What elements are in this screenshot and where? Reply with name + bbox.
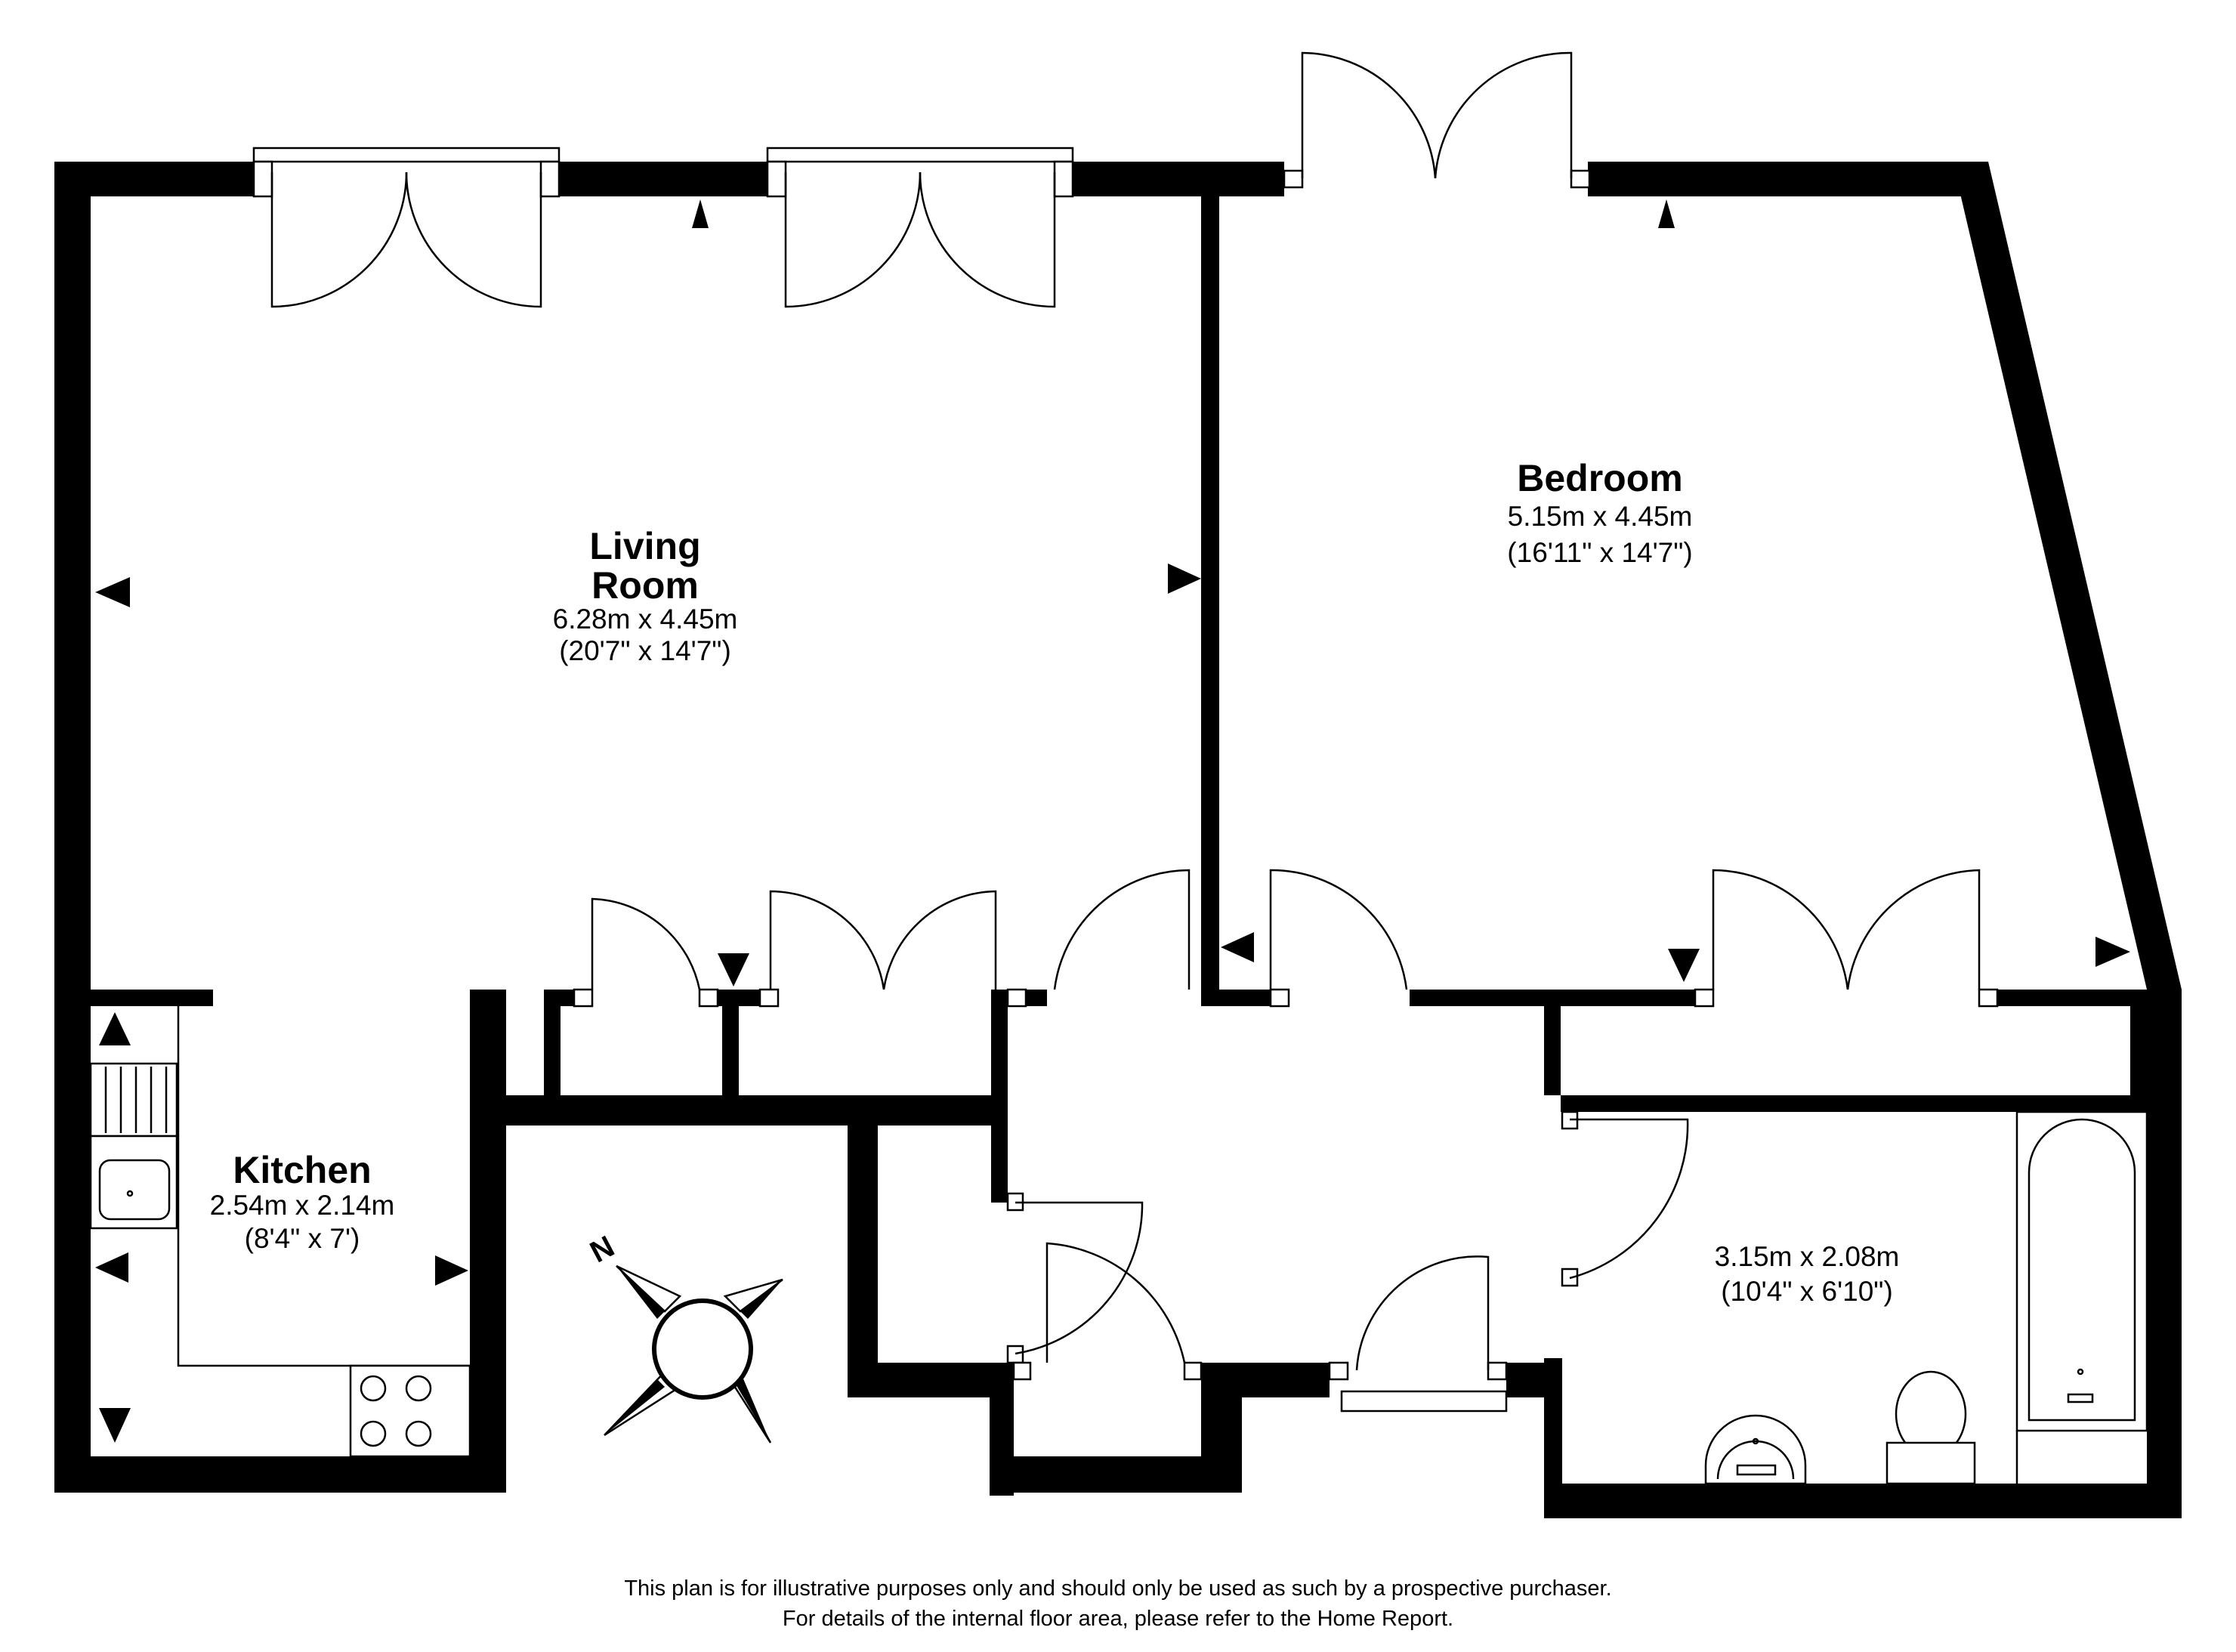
bedroom-name: Bedroom — [1517, 457, 1682, 499]
kitchen-metric: 2.54m x 2.14m — [210, 1190, 395, 1221]
compass-icon: N — [585, 1230, 783, 1444]
disclaimer-line1: This plan is for illustrative purposes o… — [624, 1576, 1611, 1601]
fixtures — [89, 1006, 2148, 1485]
living-room-name-line2: Room — [591, 564, 699, 607]
kitchen-name: Kitchen — [233, 1149, 371, 1191]
kitchen-imperial: (8'4" x 7') — [245, 1223, 360, 1254]
living-room-metric: 6.28m x 4.45m — [553, 604, 738, 635]
room-labels: Living Room 6.28m x 4.45m (20'7" x 14'7"… — [210, 457, 1900, 1307]
disclaimer-line2: For details of the internal floor area, … — [783, 1607, 1453, 1631]
bathroom-metric: 3.15m x 2.08m — [1715, 1241, 1900, 1272]
bathroom-imperial: (10'4" x 6'10") — [1721, 1276, 1893, 1307]
walls — [54, 162, 2182, 1518]
disclaimer: This plan is for illustrative purposes o… — [624, 1576, 1611, 1631]
doors-windows — [252, 51, 1999, 1413]
compass-north-label: N — [585, 1230, 619, 1269]
bedroom-imperial: (16'11" x 14'7") — [1507, 537, 1692, 568]
measurement-arrows — [95, 199, 2130, 1443]
bedroom-metric: 5.15m x 4.45m — [1508, 501, 1693, 532]
living-room-name-line1: Living — [589, 525, 700, 567]
living-room-imperial: (20'7" x 14'7") — [559, 635, 731, 666]
